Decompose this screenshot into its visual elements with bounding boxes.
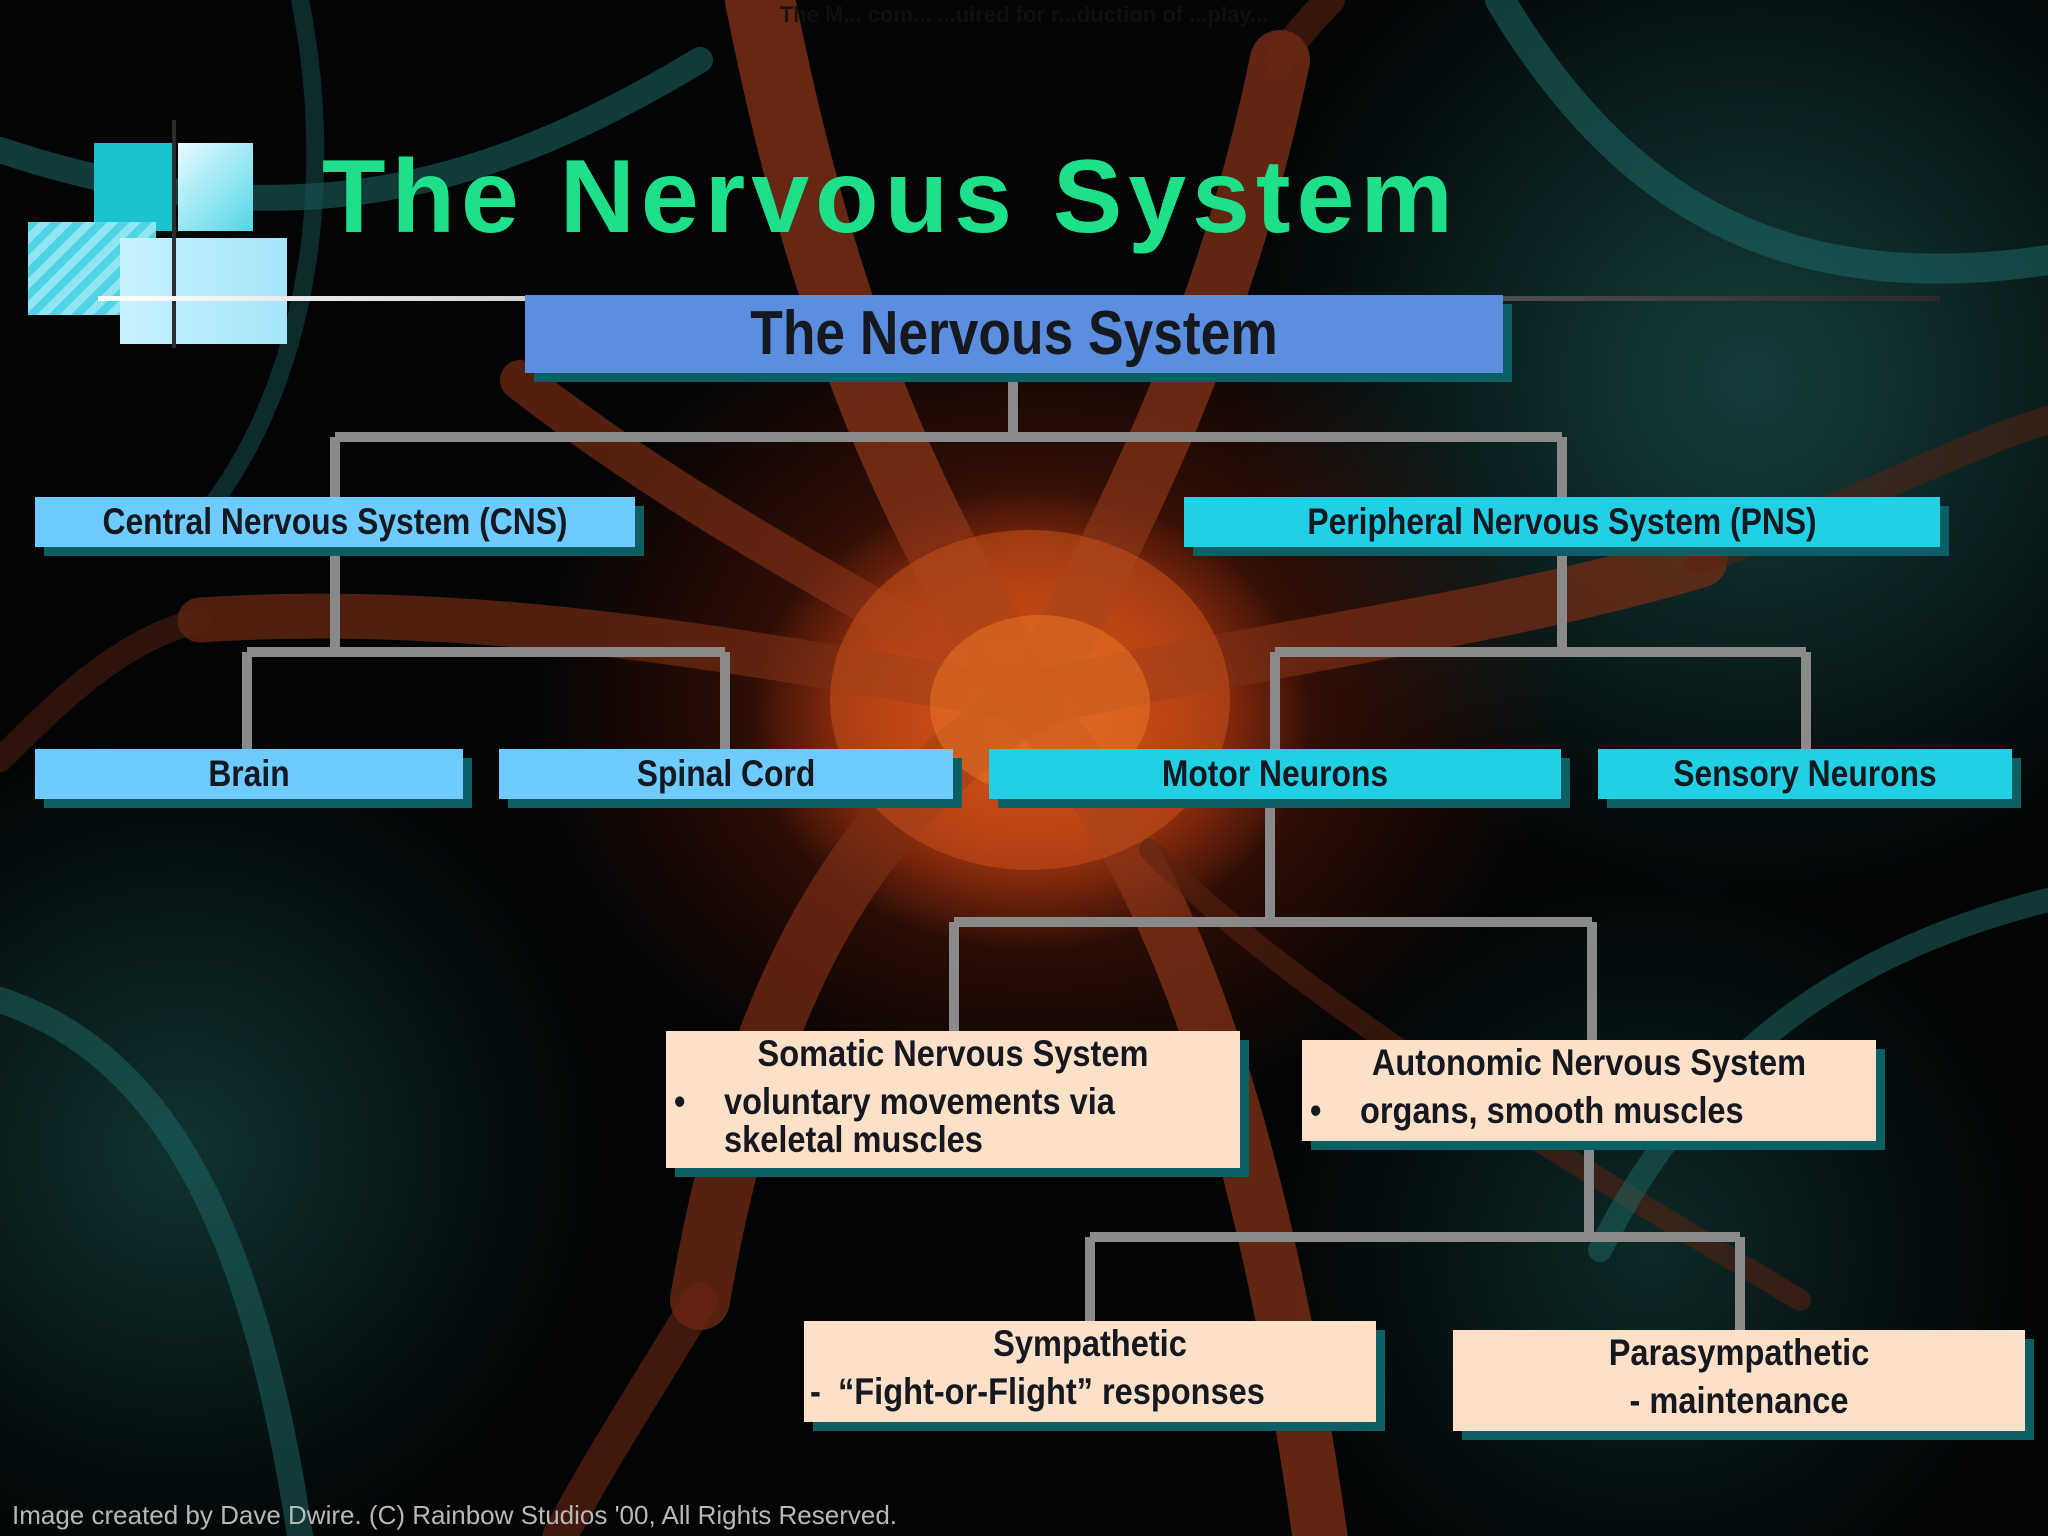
pns-box: Peripheral Nervous System (PNS) <box>1184 497 1940 547</box>
image-credit: Image created by Dave Dwire. (C) Rainbow… <box>12 1500 898 1530</box>
spinal-cord-box: Spinal Cord <box>499 749 953 799</box>
brain-label: Brain <box>208 753 290 794</box>
sensory-neurons-box: Sensory Neurons <box>1598 749 2012 799</box>
header-notice: The M... com... ...uired for r...duction… <box>779 2 1269 27</box>
parasympathetic-title: Parasympathetic <box>1608 1332 1870 1373</box>
motor-neurons-box: Motor Neurons <box>989 749 1561 799</box>
cns-label: Central Nervous System (CNS) <box>102 501 568 542</box>
autonomic-line-1: organs, smooth muscles <box>1360 1090 1744 1131</box>
pns-label: Peripheral Nervous System (PNS) <box>1307 501 1817 542</box>
root-node-label: The Nervous System <box>750 299 1278 368</box>
parasympathetic-line-1: - maintenance <box>1629 1380 1849 1421</box>
somatic-title: Somatic Nervous System <box>757 1033 1149 1074</box>
sympathetic-box: Sympathetic - “Fight-or-Flight” response… <box>804 1321 1376 1422</box>
sympathetic-title: Sympathetic <box>993 1323 1187 1364</box>
autonomic-title: Autonomic Nervous System <box>1371 1042 1807 1083</box>
sympathetic-dash: - <box>810 1371 821 1412</box>
autonomic-box: Autonomic Nervous System • organs, smoot… <box>1302 1040 1876 1141</box>
root-node-box: The Nervous System <box>525 295 1503 373</box>
page-title: The Nervous System <box>322 139 1459 255</box>
motor-neurons-label: Motor Neurons <box>1161 753 1389 794</box>
somatic-line-1: voluntary movements via <box>724 1081 1115 1122</box>
autonomic-bullet: • <box>1310 1090 1322 1131</box>
sympathetic-line-1: “Fight-or-Flight” responses <box>838 1371 1265 1412</box>
somatic-line-2: skeletal muscles <box>724 1119 983 1160</box>
sensory-neurons-label: Sensory Neurons <box>1673 753 1937 794</box>
brain-box: Brain <box>35 749 463 799</box>
somatic-bullet: • <box>674 1081 686 1122</box>
spinal-cord-label: Spinal Cord <box>636 753 816 794</box>
cns-box: Central Nervous System (CNS) <box>35 497 635 547</box>
parasympathetic-box: Parasympathetic - maintenance <box>1453 1330 2025 1431</box>
somatic-box: Somatic Nervous System • voluntary movem… <box>666 1031 1240 1168</box>
